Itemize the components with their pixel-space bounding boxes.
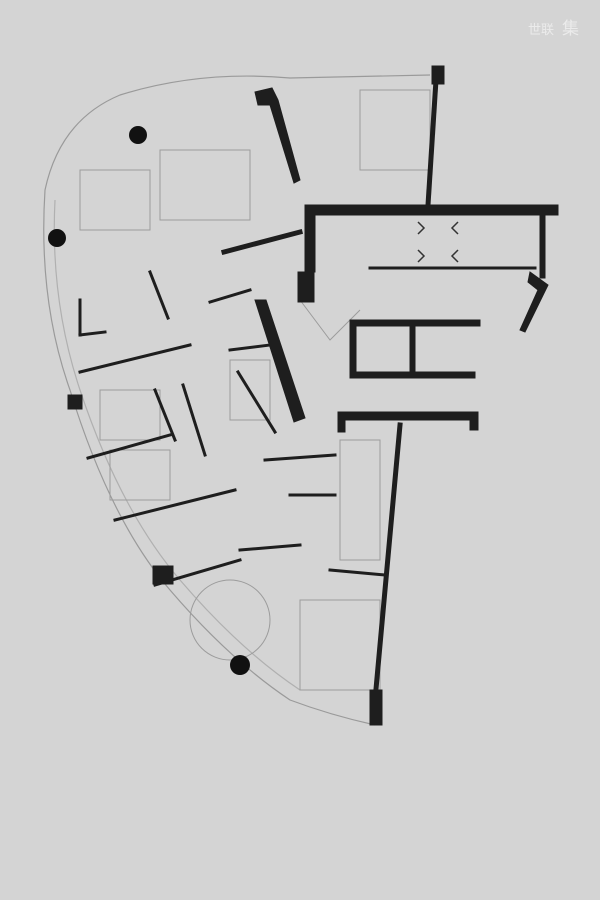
stair-arrows [417,221,459,263]
columns [48,126,250,675]
interior-thin-lines [79,89,431,691]
watermark-logo: 世联集 [528,14,579,39]
walls [67,65,559,726]
watermark-char: 集 [562,19,580,39]
watermark-brand: 世联 [528,23,555,38]
outline [43,74,431,726]
